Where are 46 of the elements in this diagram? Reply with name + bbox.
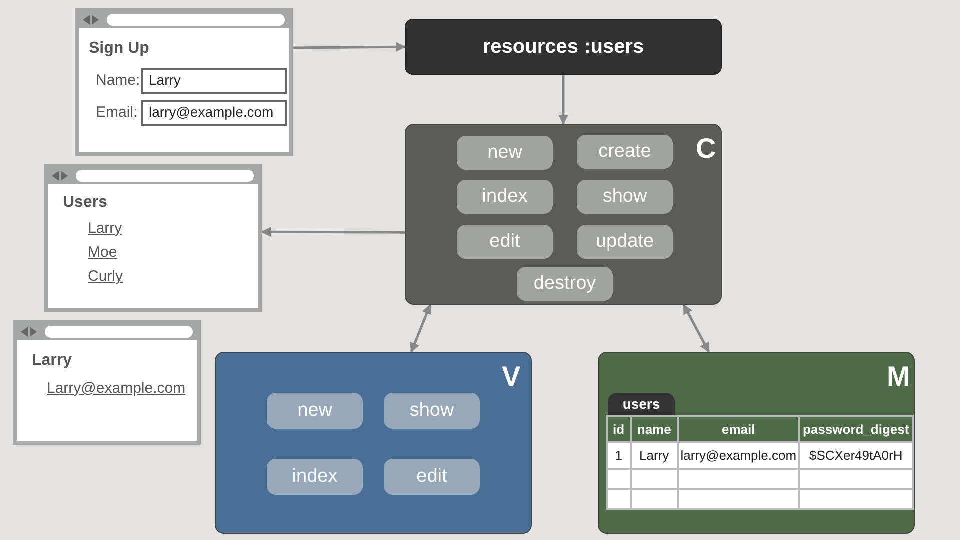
action-pill: edit xyxy=(457,225,553,259)
arrow xyxy=(292,42,406,52)
component-panel xyxy=(215,352,532,534)
action-pill: new xyxy=(457,136,553,170)
column-header: password_digest xyxy=(799,416,913,442)
action-pill: create xyxy=(577,135,673,169)
browser-window xyxy=(13,320,201,445)
user-link: Larry xyxy=(88,220,122,237)
routes-box: resources :users xyxy=(405,19,722,75)
arrow xyxy=(261,227,405,238)
user-link: Curly xyxy=(88,268,124,285)
input-field: larry@example.com xyxy=(141,100,287,126)
panel-letter: M xyxy=(887,361,910,393)
input-field: Larry xyxy=(141,68,287,94)
table-cell: $SCXer49tA0rH xyxy=(799,442,913,469)
action-pill: destroy xyxy=(517,267,613,301)
user-link: Moe xyxy=(88,244,118,261)
action-pill: index xyxy=(457,180,553,214)
column-header: name xyxy=(630,416,678,442)
action-pill: update xyxy=(577,225,673,259)
arrow xyxy=(558,75,568,125)
component-panel xyxy=(405,124,722,305)
browser-window xyxy=(75,8,293,156)
form-heading: Sign Up xyxy=(89,40,150,58)
arrow xyxy=(410,304,432,353)
browser-window xyxy=(44,164,262,312)
panel-letter: V xyxy=(502,361,521,393)
action-pill: show xyxy=(384,393,480,429)
list-heading: Users xyxy=(63,194,108,212)
action-pill: edit xyxy=(384,459,480,495)
table-cell: 1 xyxy=(607,442,631,469)
field-label: Name: xyxy=(96,72,140,89)
action-pill: index xyxy=(267,459,363,495)
user-heading: Larry xyxy=(32,352,72,370)
component-panel xyxy=(598,352,915,534)
table-cell: Larry xyxy=(630,442,678,469)
action-pill: show xyxy=(577,180,673,214)
panel-letter: C xyxy=(696,133,716,165)
table-name-tab: users xyxy=(608,393,675,415)
action-pill: new xyxy=(267,393,363,429)
column-header: id xyxy=(607,416,631,442)
column-header: email xyxy=(678,416,800,442)
field-label: Email: xyxy=(96,104,138,121)
arrow xyxy=(682,304,710,353)
table-cell: larry@example.com xyxy=(678,442,800,469)
email-link: Larry@example.com xyxy=(47,380,186,397)
